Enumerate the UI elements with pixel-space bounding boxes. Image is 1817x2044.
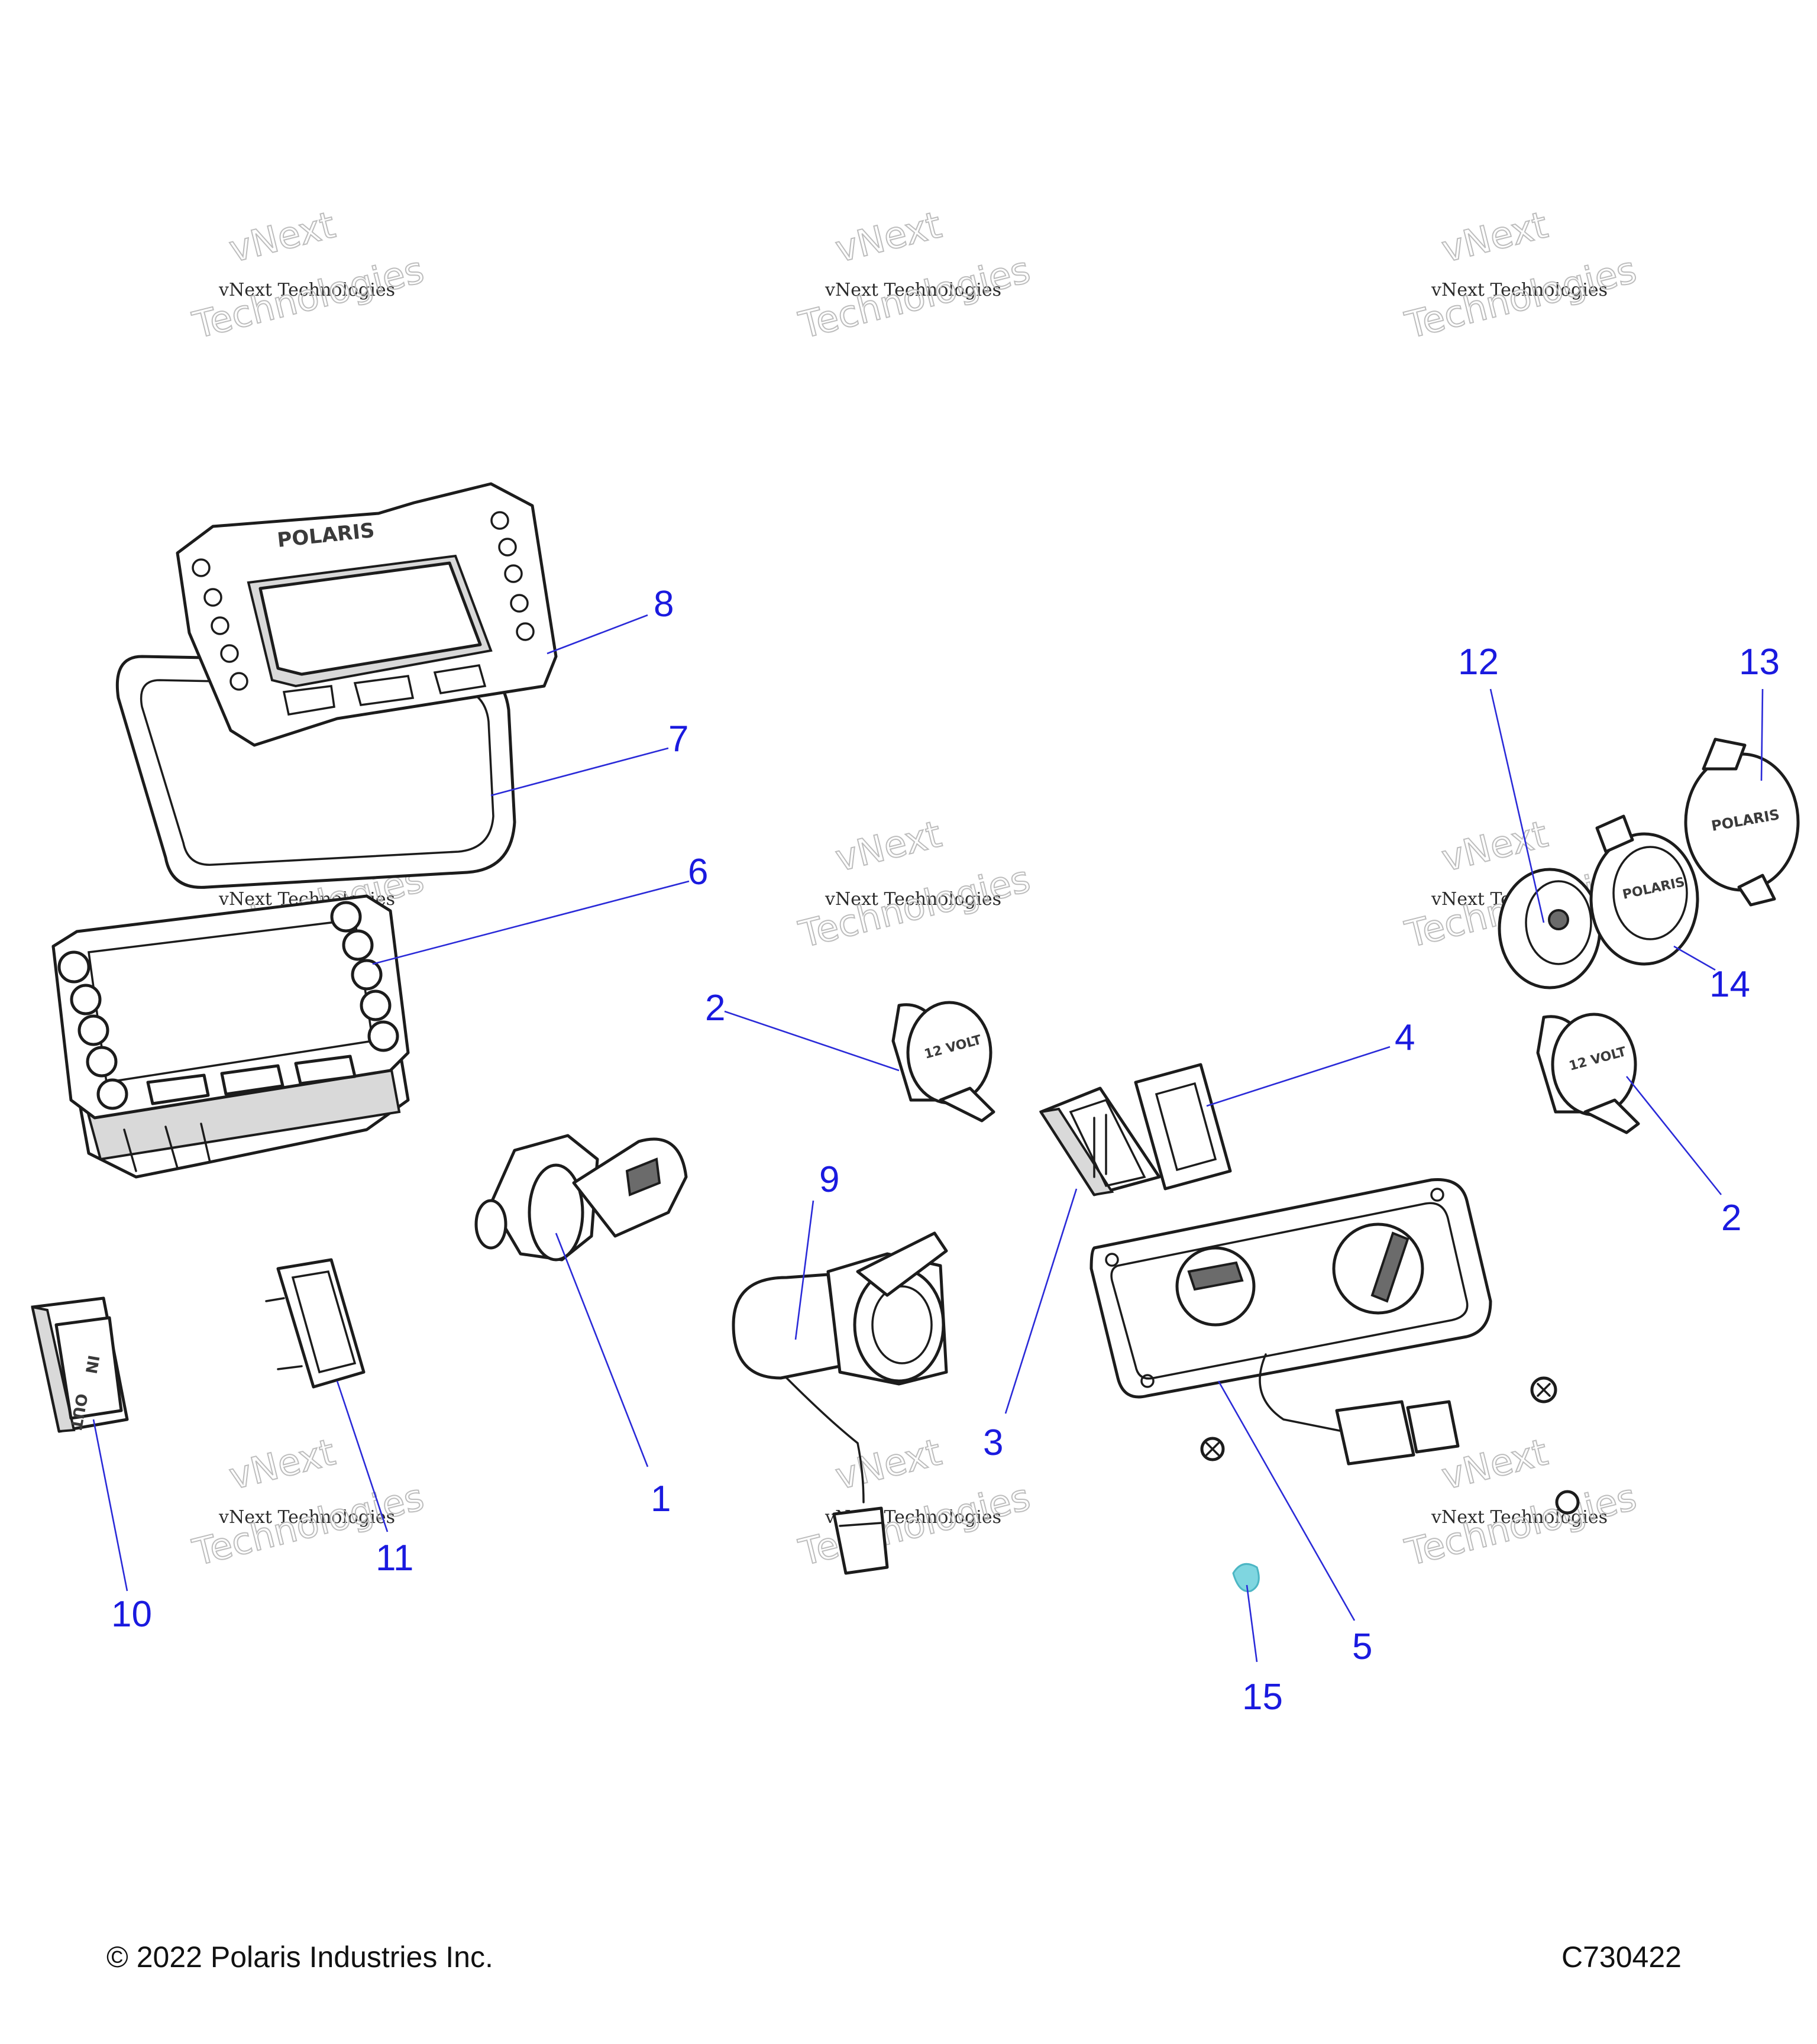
svg-text:Technologies: Technologies: [1401, 248, 1641, 347]
callout-1: 1: [651, 1479, 671, 1519]
panel-screw-2: [1200, 1437, 1225, 1461]
callout-10: 10: [111, 1594, 152, 1635]
callout-9: 9: [819, 1159, 839, 1200]
part-12-usb-socket: [1498, 868, 1602, 989]
svg-text:vNext Technologies: vNext Technologies: [1431, 280, 1608, 300]
leader-11: [336, 1380, 389, 1532]
part-3-drive-mode-switch: [1039, 1086, 1161, 1196]
leader-10: [92, 1419, 128, 1592]
svg-text:vNext: vNext: [225, 1430, 339, 1498]
leader-7: [490, 747, 669, 797]
callout-15: 15: [1242, 1677, 1283, 1718]
part-15-fastener: [1232, 1563, 1260, 1593]
copyright-text: © 2022 Polaris Industries Inc.: [106, 1940, 493, 1974]
leader-9: [794, 1200, 814, 1340]
leader-15: [1246, 1584, 1258, 1663]
leader-3: [1004, 1188, 1078, 1414]
part-8-bezel: POLARIS: [176, 482, 558, 747]
leader-8: [547, 614, 648, 655]
svg-text:Technologies: Technologies: [795, 248, 1034, 347]
watermark-top-center: vNext vNext Technologies Technologies: [794, 202, 1035, 347]
leader-13: [1760, 688, 1764, 781]
watermark-mid-center: vNext vNext Technologies Technologies: [794, 811, 1035, 956]
panel-screw-3: [1555, 1490, 1580, 1515]
callout-2a: 2: [705, 988, 725, 1029]
leader-6: [372, 880, 690, 965]
leader-14: [1673, 945, 1716, 971]
part-13-socket-cover: POLARIS: [1684, 738, 1800, 907]
callout-13: 13: [1739, 642, 1780, 683]
watermark-top-left: vNext vNext Technologies Technologies: [188, 202, 429, 347]
svg-text:vNext: vNext: [225, 203, 339, 271]
callout-7: 7: [668, 719, 688, 759]
part-2-12v-socket-left: 12 VOLT: [891, 1001, 995, 1123]
svg-text:vNext Technologies: vNext Technologies: [218, 280, 395, 300]
callout-4: 4: [1395, 1017, 1415, 1058]
svg-text:vNext: vNext: [1437, 203, 1551, 271]
callout-5: 5: [1352, 1626, 1372, 1667]
part-5-control-panel: [1089, 1178, 1492, 1466]
svg-text:vNext: vNext: [831, 1430, 945, 1498]
part-4-blank-switch: [1134, 1063, 1232, 1191]
watermark-top-right: vNext vNext Technologies Technologies: [1401, 202, 1641, 347]
svg-text:Technologies: Technologies: [189, 248, 428, 347]
svg-text:vNext Technologies: vNext Technologies: [218, 1507, 395, 1528]
part-11-rocker-switch: [265, 1258, 366, 1389]
part-1-ignition-switch: [474, 1134, 688, 1262]
drawing-number: C730422: [1561, 1940, 1682, 1974]
part-7-gasket: [115, 655, 516, 889]
callout-3: 3: [983, 1422, 1003, 1463]
callout-8: 8: [654, 584, 674, 625]
leader-2a: [724, 1010, 900, 1072]
svg-text:vNext: vNext: [1437, 812, 1551, 880]
panel-screw-1: [1530, 1376, 1557, 1403]
svg-text:vNext: vNext: [831, 812, 945, 880]
leader-1: [555, 1233, 649, 1467]
leader-2b: [1625, 1076, 1722, 1195]
switch-in-label: IN: [82, 1354, 102, 1375]
callout-11: 11: [376, 1538, 413, 1579]
part-6-instrument-cluster: [51, 894, 410, 1179]
svg-text:vNext Technologies: vNext Technologies: [825, 889, 1001, 910]
leader-5: [1217, 1380, 1356, 1621]
callout-2b: 2: [1721, 1198, 1741, 1238]
leader-12: [1489, 688, 1545, 923]
svg-text:Technologies: Technologies: [1401, 1475, 1641, 1574]
svg-text:vNext Technologies: vNext Technologies: [825, 280, 1001, 300]
leader-4: [1206, 1046, 1391, 1107]
part-2-12v-socket-right: 12 VOLT: [1536, 1013, 1640, 1134]
svg-text:vNext Technologies: vNext Technologies: [1431, 1507, 1608, 1528]
svg-text:Technologies: Technologies: [795, 857, 1034, 956]
part-14-socket-cap: POLARIS: [1589, 814, 1699, 966]
callout-14: 14: [1709, 964, 1750, 1005]
svg-text:vNext: vNext: [831, 203, 945, 271]
part-9-usb-charger: [732, 1231, 948, 1575]
part-10-in-out-switch: IN OUT: [31, 1296, 129, 1433]
callout-6: 6: [688, 852, 708, 892]
svg-text:Technologies: Technologies: [795, 1475, 1034, 1574]
callout-12: 12: [1458, 642, 1499, 683]
